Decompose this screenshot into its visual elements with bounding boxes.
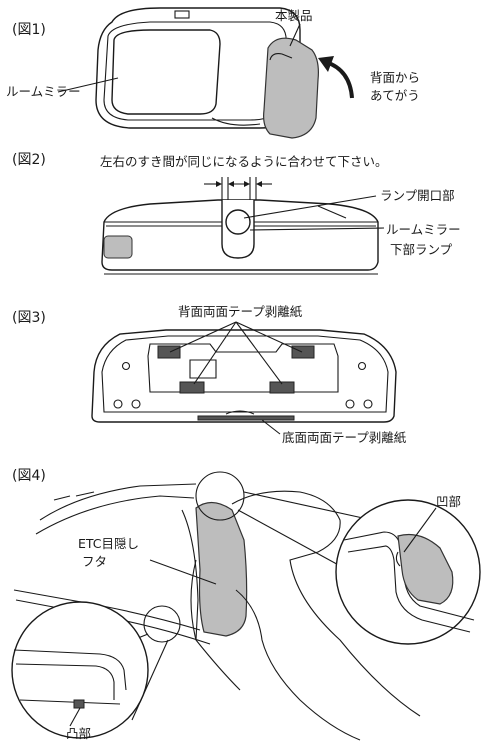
label-etc-line2: フタ <box>82 554 107 569</box>
back-tape-1 <box>157 345 181 359</box>
back-tape-4 <box>291 345 315 359</box>
back-tape-2 <box>179 381 205 394</box>
label-attach-line1: 背面から <box>370 70 420 85</box>
figure-4: (図4) <box>11 468 481 741</box>
room-mirror <box>95 7 301 129</box>
fig1-title: (図1) <box>12 22 46 38</box>
zoom-circle-bottom <box>143 605 181 643</box>
zoom-detail-recess <box>335 499 481 645</box>
fig3-title: (図3) <box>12 310 46 326</box>
fig2-instruction: 左右のすき間が同じになるように合わせて下さい。 <box>100 154 388 169</box>
mirror-perspective <box>13 483 421 741</box>
zoom-detail-protrusion <box>11 601 149 739</box>
figure-2: (図2) 左右のすき間が同じになるように合わせて下さい。 <box>12 152 461 275</box>
label-etc-line1: ETC目隠し <box>78 536 139 551</box>
zoom-circle-top <box>195 471 245 521</box>
label-recess: 凹部 <box>436 494 461 509</box>
label-mirror-lamp-line2: 下部ランプ <box>390 242 453 257</box>
product-front-view <box>101 199 379 275</box>
product-back-view <box>91 329 397 423</box>
fig4-title: (図4) <box>12 468 46 484</box>
mirror-top-slot <box>174 10 190 19</box>
label-mirror-lamp-line1: ルームミラー <box>386 222 461 237</box>
figure-1: (図1) ルームミラー 本製品 背面から あてがう <box>6 7 420 139</box>
fig2-title: (図2) <box>12 152 46 168</box>
label-bottom-tape: 底面両面テープ剥離紙 <box>282 430 407 445</box>
figure-3: (図3) 背面両面テープ剥離紙 <box>12 304 407 445</box>
product-cover <box>263 37 319 139</box>
label-room-mirror: ルームミラー <box>6 84 81 99</box>
label-protrusion: 凸部 <box>66 726 91 741</box>
attach-arrow-icon <box>318 56 354 99</box>
label-attach-line2: あてがう <box>370 88 420 103</box>
back-tape-3 <box>269 381 295 394</box>
label-product: 本製品 <box>275 8 313 23</box>
gap-indicator <box>204 177 272 200</box>
label-back-tape: 背面両面テープ剥離紙 <box>178 304 303 319</box>
label-lamp-opening: ランプ開口部 <box>380 188 455 203</box>
bottom-tape <box>197 415 295 421</box>
